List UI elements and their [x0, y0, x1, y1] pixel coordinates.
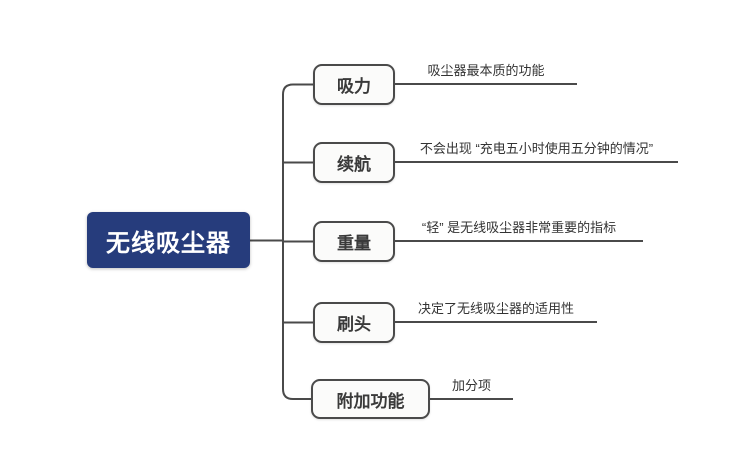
branch-node-label: 续航: [337, 155, 371, 174]
branch-node-brush-head: 刷头: [313, 302, 395, 343]
branch-node-label: 附加功能: [336, 391, 405, 411]
branch-node-label: 刷头: [337, 315, 371, 334]
branch-node-extra-features: 附加功能: [311, 379, 430, 419]
root-node: 无线吸尘器: [87, 212, 250, 268]
branch-node-weight: 重量: [313, 221, 395, 262]
branch-node-label: 吸力: [337, 77, 371, 96]
branch-note-brush-head: 决定了无线吸尘器的适用性: [395, 300, 597, 323]
root-node-label: 无线吸尘器: [106, 229, 231, 257]
branch-node-battery: 续航: [313, 142, 395, 183]
branch-note-extra-features: 加分项: [430, 377, 513, 400]
branch-note-weight: “轻” 是无线吸尘器非常重要的指标: [395, 219, 643, 242]
branch-node-suction: 吸力: [313, 64, 395, 105]
branch-note-suction: 吸尘器最本质的功能: [395, 62, 577, 85]
branch-node-label: 重量: [337, 234, 371, 253]
branch-note-battery: 不会出现 “充电五小时使用五分钟的情况”: [395, 140, 678, 163]
